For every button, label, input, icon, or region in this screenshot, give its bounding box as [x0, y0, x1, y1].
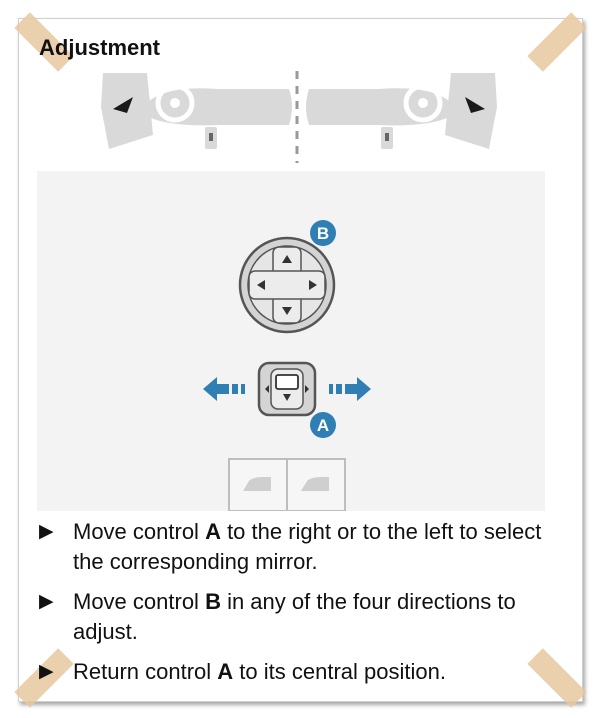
- instruction-step: ▶ Move control B in any of the four dire…: [39, 587, 569, 647]
- label-b-text: B: [317, 224, 329, 243]
- mirror-switch-left-icon: [243, 477, 271, 491]
- page-title: Adjustment: [39, 35, 160, 60]
- instruction-step: ▶ Return control A to its central positi…: [39, 657, 569, 687]
- arrow-up-icon: [282, 255, 292, 263]
- right-mirror-switch: [286, 458, 346, 512]
- step-text: Move control B in any of the four direct…: [73, 589, 516, 644]
- label-b-badge: B: [310, 220, 336, 246]
- tape-corner-top-right: [527, 12, 587, 72]
- right-car-interior-icon: [306, 73, 497, 149]
- play-arrow-icon: ▶: [39, 521, 54, 542]
- step-text: Return control A to its central position…: [73, 659, 446, 684]
- control-panel-illustration: B: [37, 171, 545, 512]
- instruction-list: ▶ Move control A to the right or to the …: [39, 517, 569, 697]
- step-text: Move control A to the right or to the le…: [73, 519, 542, 574]
- selector-arrow-right-icon: [329, 377, 371, 401]
- arrow-left-icon: [257, 280, 265, 290]
- left-mirror-switch: [228, 458, 288, 512]
- arrow-down-icon: [282, 307, 292, 315]
- controls-diagram: B: [203, 220, 371, 512]
- selector-arrow-left-icon: [203, 377, 245, 401]
- control-a-selector-knob: [257, 361, 317, 417]
- left-car-interior-icon: [101, 73, 292, 149]
- label-a-badge: A: [310, 412, 336, 438]
- control-b-direction-pad: [238, 236, 336, 334]
- mirror-selection-illustration: [101, 71, 497, 163]
- mirror-switch-right-icon: [301, 477, 329, 491]
- play-arrow-icon: ▶: [39, 591, 54, 612]
- arrow-right-icon: [309, 280, 317, 290]
- instruction-step: ▶ Move control A to the right or to the …: [39, 517, 569, 577]
- label-a-text: A: [317, 416, 329, 435]
- instruction-card: Adjustment: [14, 12, 587, 708]
- play-arrow-icon: ▶: [39, 661, 54, 682]
